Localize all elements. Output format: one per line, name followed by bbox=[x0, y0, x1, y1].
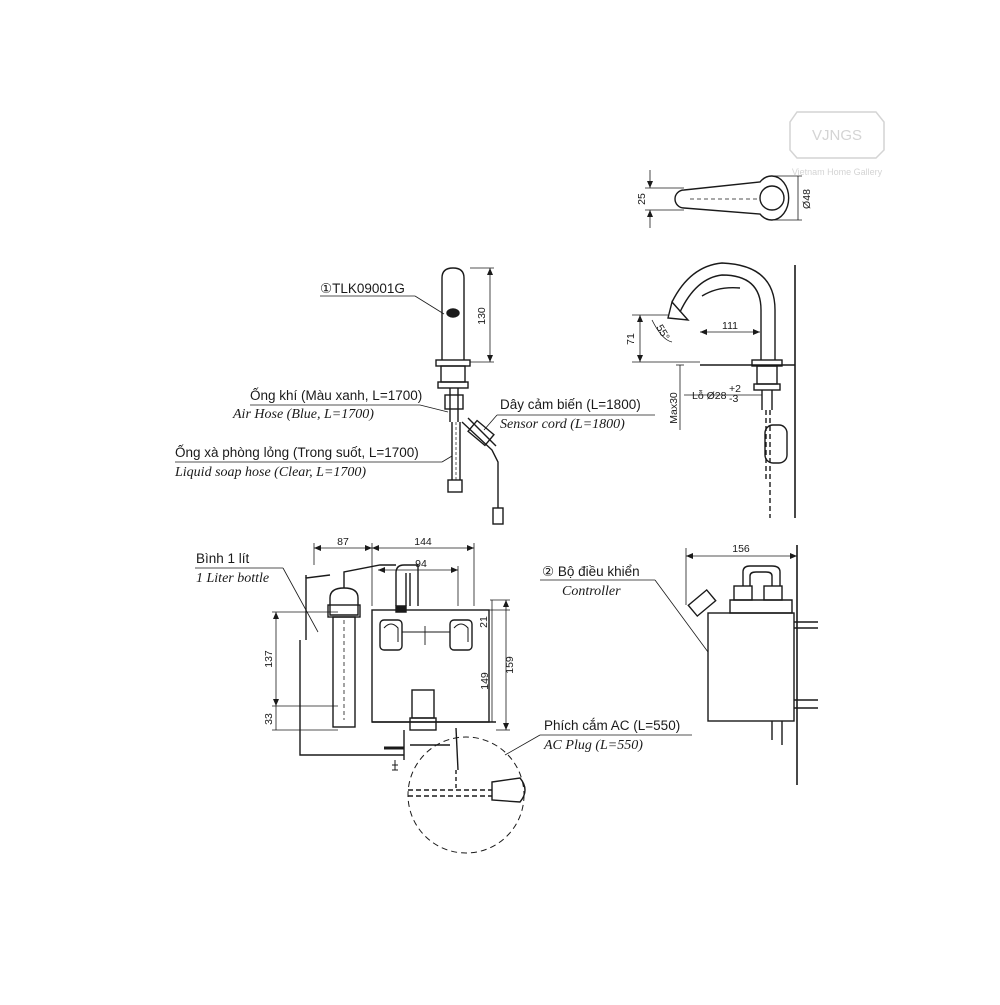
bottle-label-vi: Bình 1 lít bbox=[196, 551, 250, 566]
controller-front-view bbox=[195, 543, 692, 854]
watermark-logo: VJNGS Vietnam Home Gallery bbox=[789, 111, 885, 177]
dim-137: 137 bbox=[263, 650, 275, 668]
dim-130: 130 bbox=[476, 307, 488, 325]
hole-label: Lỗ Ø28 bbox=[692, 389, 727, 402]
soap-hose-label-vi: Ống xà phòng lỏng (Trong suốt, L=1700) bbox=[175, 445, 419, 460]
ac-plug-label-en: AC Plug (L=550) bbox=[543, 738, 643, 753]
dim-149: 149 bbox=[479, 672, 491, 690]
model-label: ①TLK09001G bbox=[320, 281, 405, 296]
watermark-brand: VJNGS bbox=[812, 127, 862, 144]
soap-hose-label-en: Liquid soap hose (Clear, L=1700) bbox=[174, 465, 366, 480]
hole-tolerance-up: +2 bbox=[729, 383, 741, 395]
dim-94: 94 bbox=[415, 558, 427, 570]
ac-plug-label-vi: Phích cắm AC (L=550) bbox=[544, 718, 680, 733]
sensor-cord-label-vi: Dây cảm biến (L=1800) bbox=[500, 397, 641, 412]
angle-55: 55° bbox=[653, 323, 671, 343]
controller-label-en: Controller bbox=[562, 584, 621, 599]
air-hose-label-en: Air Hose (Blue, L=1700) bbox=[232, 407, 374, 422]
watermark-tagline: Vietnam Home Gallery bbox=[792, 167, 883, 177]
dim-156: 156 bbox=[732, 543, 750, 555]
dim-87: 87 bbox=[337, 536, 349, 548]
controller-side-view bbox=[540, 545, 818, 785]
faucet-side-view bbox=[632, 262, 796, 518]
top-view bbox=[645, 170, 802, 228]
dim-25: 25 bbox=[636, 193, 648, 205]
faucet-side-labels: 111 71 55° Lỗ Ø28 +2 -3 Max30 bbox=[625, 320, 741, 424]
dim-159: 159 bbox=[504, 656, 516, 674]
controller-label-vi: ② Bộ điều khiển bbox=[542, 564, 640, 579]
dim-21: 21 bbox=[478, 616, 490, 628]
dim-144: 144 bbox=[414, 536, 432, 548]
dim-111: 111 bbox=[722, 320, 738, 332]
controller-front-labels: Bình 1 lít 1 Liter bottle 87 144 94 21 1… bbox=[196, 536, 680, 753]
bottle-label-en: 1 Liter bottle bbox=[196, 571, 269, 586]
controller-side-labels: 156 ② Bộ điều khiển Controller bbox=[542, 543, 750, 599]
dim-max30: Max30 bbox=[668, 392, 680, 424]
faucet-front-labels: ①TLK09001G 130 Ống khí (Màu xanh, L=1700… bbox=[174, 281, 641, 480]
dim-diameter-48: Ø48 bbox=[801, 189, 813, 209]
sensor-cord-label-en: Sensor cord (L=1800) bbox=[500, 417, 625, 432]
hole-tolerance-down: -3 bbox=[729, 393, 738, 405]
top-view-labels: 25 Ø48 bbox=[636, 189, 813, 209]
faucet-front-view bbox=[175, 267, 655, 525]
air-hose-label-vi: Ống khí (Màu xanh, L=1700) bbox=[250, 388, 422, 403]
dim-33: 33 bbox=[263, 713, 275, 725]
dim-71: 71 bbox=[625, 333, 637, 345]
